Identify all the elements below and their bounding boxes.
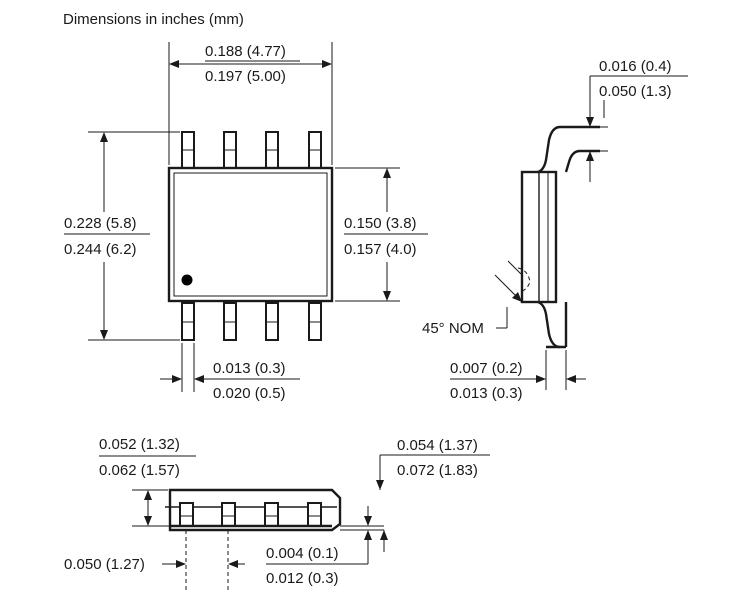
lead-thickness-max-label: 0.013 (0.3): [450, 385, 523, 402]
front-pin-3: [264, 502, 279, 527]
front-pin-4: [307, 502, 322, 527]
overall-dimension: 0.228 (5.8) 0.244 (6.2): [62, 131, 180, 341]
height-max-label: 0.062 (1.57): [99, 462, 180, 479]
foot-dimension: 0.016 (0.4) 0.050 (1.3): [586, 58, 688, 182]
lead-thickness-min-label: 0.007 (0.2): [450, 360, 523, 377]
standoff-max-label: 0.012 (0.3): [266, 570, 339, 587]
height-min-label: 0.052 (1.32): [99, 436, 180, 453]
body-min-label: 0.150 (3.8): [344, 215, 417, 232]
front-pin-2: [221, 502, 236, 527]
foot-max-label: 0.050 (1.3): [599, 83, 672, 100]
body-max-label: 0.157 (4.0): [344, 241, 417, 258]
width-dimension: 0.188 (4.77) 0.197 (5.00): [168, 42, 333, 165]
drawing-title: Dimensions in inches (mm): [63, 11, 244, 28]
chamfer-label: 45° NOM: [422, 320, 484, 337]
width-max-label: 0.197 (5.00): [205, 68, 286, 85]
seated-height-dimension: 0.054 (1.37) 0.072 (1.83): [376, 437, 490, 490]
lead-thickness-dimension: 0.007 (0.2) 0.013 (0.3): [450, 350, 586, 402]
seated-max-label: 0.072 (1.83): [397, 462, 478, 479]
top-pins: [181, 131, 322, 169]
pitch-label: 0.050 (1.27): [64, 556, 145, 573]
top-view: 0.188 (4.77) 0.197 (5.00) 0.228 (5.8) 0.…: [62, 42, 430, 402]
width-min-label: 0.188 (4.77): [205, 43, 286, 60]
pitch-dimension: 0.050 (1.27): [64, 530, 245, 590]
body-dimension: 0.150 (3.8) 0.157 (4.0): [335, 167, 430, 302]
standoff-dimension: 0.004 (0.1) 0.012 (0.3): [266, 506, 388, 587]
lead-width-max-label: 0.020 (0.5): [213, 385, 286, 402]
chamfer-callout: 45° NOM: [422, 260, 531, 337]
foot-min-label: 0.016 (0.4): [599, 58, 672, 75]
pin1-marker: [181, 274, 193, 286]
package-body: [167, 166, 334, 303]
lead-width-min-label: 0.013 (0.3): [213, 360, 286, 377]
lead-width-dimension: 0.013 (0.3) 0.020 (0.5): [160, 343, 300, 402]
overall-max-label: 0.244 (6.2): [64, 241, 137, 258]
bottom-pins: [181, 302, 322, 341]
front-view: 0.052 (1.32) 0.062 (1.57) 0.054 (1.37) 0…: [64, 436, 490, 590]
front-pin-1: [179, 502, 194, 527]
standoff-min-label: 0.004 (0.1): [266, 545, 339, 562]
height-dimension: 0.052 (1.32) 0.062 (1.57): [99, 436, 196, 527]
side-view: 0.016 (0.4) 0.050 (1.3) 45° NOM 0.007 (0…: [422, 58, 688, 402]
seated-min-label: 0.054 (1.37): [397, 437, 478, 454]
front-pins: [179, 502, 322, 527]
overall-min-label: 0.228 (5.8): [64, 215, 137, 232]
